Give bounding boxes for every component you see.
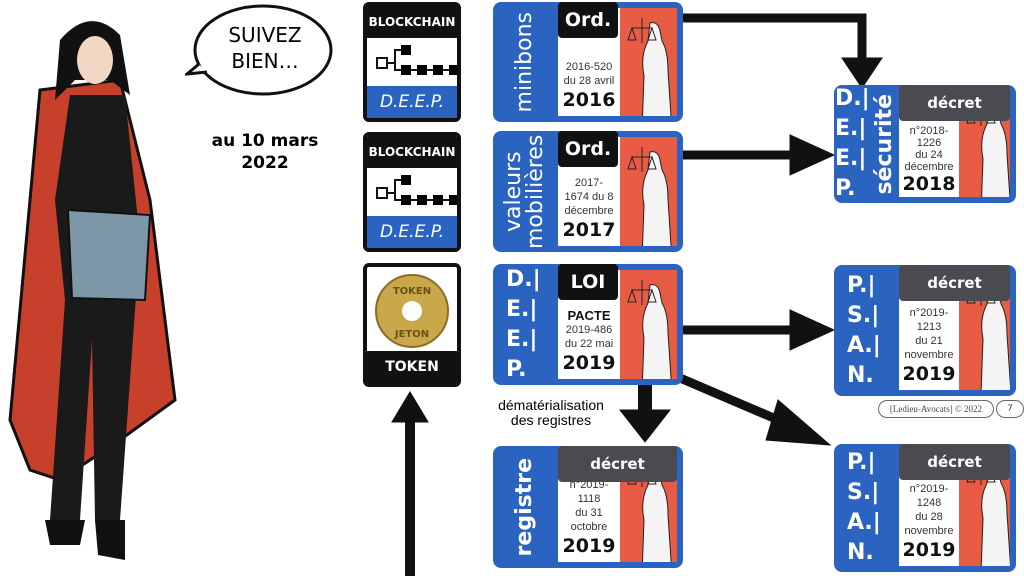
card-ref-line: 2016-520 [565,61,613,73]
tile-header: BLOCKCHAIN [367,6,457,38]
card-header: décret [899,265,1010,301]
arrow-head [765,399,832,446]
card-header: Ord. [558,2,618,38]
side-letters: D.|E.|E.|P. [506,266,541,382]
token-tile: TOKEN JETON TOKEN [363,263,461,387]
coin-text-top: TOKEN [393,286,431,297]
card-year: 2019 [562,352,616,374]
side-letters: P.|S.|A.|N. [847,450,881,565]
card-side-label: minibons [493,2,557,122]
arrow-label-2: des registres [510,412,592,428]
lady-justice-icon [627,147,672,246]
card-side-label: P.|S.|A.|N. [834,265,898,396]
side-letters: P.|S.|A.|N. [847,272,881,388]
side-text: registre [512,457,537,557]
blockchain-icon [376,45,457,75]
tile-footer-deep: D.E.E.P. [367,216,457,248]
card-year: 2019 [902,539,956,561]
card-side-label: valeurs mobilières [493,131,557,252]
page-number: 7 [996,400,1024,418]
card-ref-line: du 28 avril [563,75,615,87]
card-side-label: D.|E.|E.|P. [834,85,874,203]
card-year: 2019 [562,535,616,557]
arrow-head [789,134,836,176]
arrow-head [789,309,836,351]
card-side-label-2: sécurité [870,85,900,203]
card-ref-line: 1248 [916,497,942,509]
arrow-head [618,409,672,443]
card-psan-1213: P.|S.|A.|N. n°2019- 1213 du 21 novembre 2019 d… [834,265,1016,396]
card-year: 2018 [902,173,956,195]
card-ref-line: 1118 [577,493,601,505]
tile-footer-deep: D.E.E.P. [367,86,457,118]
footer-copyright: [Ledieu-Avocats] © 2022 [878,400,994,418]
card-header: Ord. [558,131,618,167]
card-ref-line: novembre [904,349,954,361]
card-ref-line: octobre [570,521,608,533]
card-year: 2019 [902,363,956,385]
card-valeurs-mobilieres: valeurs mobilières 2017- 1674 du 8 décembre… [493,131,683,252]
blockchain-tile-1: BLOCKCHAIN D.E.E.P. [363,2,461,122]
character-illustration [8,21,177,560]
tile-footer-token: TOKEN [367,351,457,383]
arrow-minibons-to-securite [683,13,867,62]
blockchain-tile-2: BLOCKCHAIN D.E.E.P. [363,132,461,252]
card-header: décret [899,444,1010,480]
side-text: valeurs mobilières [501,134,548,249]
card-ref-line: 1213 [916,321,942,333]
justice-illustration [620,137,677,246]
card-ref-line: 1226 [916,137,942,149]
card-header: décret [558,446,677,482]
card-side-label: D.|E.|E.|P. [493,264,557,385]
card-ref-line: du 24 [915,149,943,161]
card-ref-line: du 21 [915,335,943,347]
speech-bubble [185,4,333,96]
side-letters: D.|E.|E.|P. [835,86,870,201]
card-year: 2017 [562,219,616,241]
lady-justice-icon [627,18,672,116]
card-psan-1248: P.|S.|A.|N. n°2019- 1248 du 28 novembre 2019 d… [834,444,1016,572]
folder [66,208,152,302]
card-ref-line: décembre [564,205,614,217]
card-header: décret [899,85,1010,121]
lady-justice-icon [627,280,672,379]
card-ref-line: du 31 [575,507,603,519]
card-year: 2016 [562,89,616,111]
card-header: LOI [558,264,618,300]
speech-bubble-text: SUIVEZ BIEN… [228,23,302,73]
side-text: sécurité [872,93,897,195]
justice-illustration [620,8,677,116]
card-ref-line: décembre [904,161,954,173]
card-side-label: registre [493,446,557,568]
card-ref-line: 2017- [574,177,604,189]
arrow-head [841,57,883,89]
card-ref-line: n°2019- [569,479,609,491]
card-registre: registre n°2019- 1118 du 31 octobre 2019 décre… [493,446,683,568]
date-line-2: 2022 [241,153,289,173]
token-coin-icon: TOKEN JETON [375,274,449,348]
card-minibons: minibons 2016-520 du 28 avril 2016 Ord. [493,2,683,122]
justice-illustration [620,270,677,379]
side-text: minibons [512,11,537,113]
card-subtitle: PACTE [567,308,611,323]
card-ref-line: novembre [904,525,954,537]
card-ref-line: n°2018- [909,125,949,137]
card-ref-line: du 28 [915,511,943,523]
card-ref-line: 1674 du 8 [564,191,614,203]
card-ref-line: 2019-486 [565,324,613,336]
card-ref-line: du 22 mai [564,338,614,350]
tile-header: BLOCKCHAIN [367,136,457,168]
date-line-1: au 10 mars [211,131,319,151]
card-ref-line: n°2019- [909,483,949,495]
arrow-label-1: dématérialisation [498,397,604,413]
blockchain-icon [376,175,457,205]
card-ref-line: n°2019- [909,307,949,319]
coin-text-bottom: JETON [394,329,429,340]
arrow-pacte-to-psan-2 [678,373,792,430]
arrow-head [391,391,429,423]
card-side-label: P.|S.|A.|N. [834,444,898,572]
